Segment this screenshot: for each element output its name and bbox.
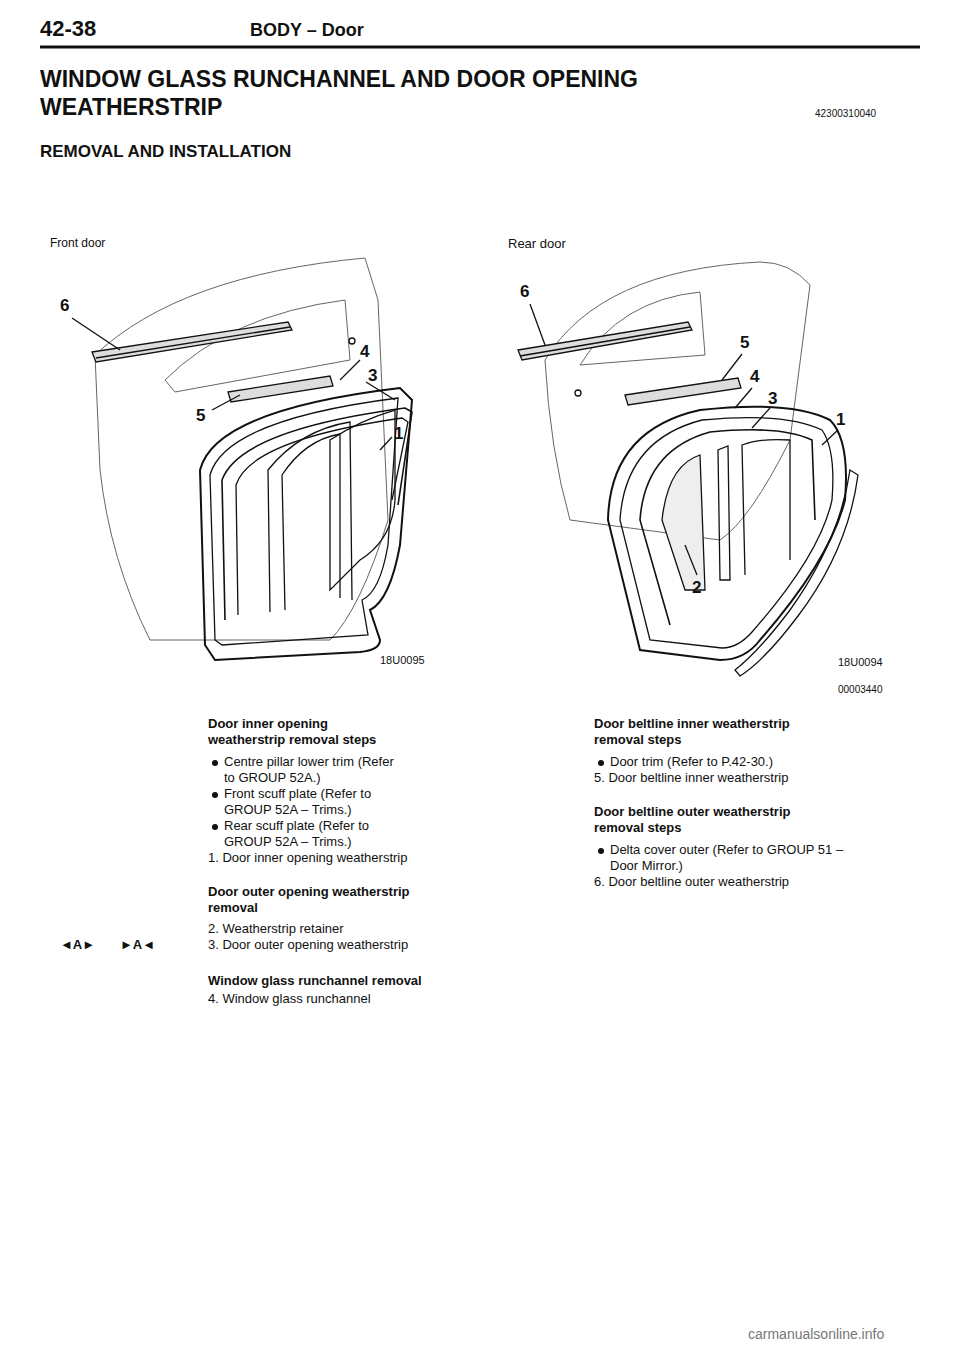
- step-heading: Door beltline inner weatherstrip removal…: [594, 716, 824, 747]
- step-item: Door trim (Refer to P.42-30.): [610, 754, 870, 770]
- page-title: WINDOW GLASS RUNCHANNEL AND DOOR OPENING…: [40, 66, 760, 121]
- callout-number: 4: [750, 367, 759, 387]
- callout-number: 5: [196, 406, 205, 426]
- callout-number: 2: [692, 578, 701, 598]
- step-heading: Door inner opening weatherstrip removal …: [208, 716, 398, 747]
- figure-code: 18U0095: [380, 654, 425, 667]
- watermark: carmanualsonline.info: [748, 1326, 884, 1343]
- step-item: 2. Weatherstrip retainer: [208, 921, 468, 937]
- callout-number: 1: [836, 410, 845, 430]
- step-item: Centre pillar lower trim (Refer to GROUP…: [224, 754, 394, 785]
- step-heading: Door beltline outer weatherstrip removal…: [594, 804, 824, 835]
- view-label: Front door: [50, 236, 105, 250]
- callout-number: 6: [60, 296, 69, 316]
- page-number: 42-38: [40, 16, 96, 42]
- step-item: 4. Window glass runchannel: [208, 991, 468, 1007]
- callout-number: 3: [368, 366, 377, 386]
- step-heading: Window glass runchannel removal: [208, 973, 508, 989]
- step-item: 3. Door outer opening weatherstrip: [208, 937, 468, 953]
- step-item: Front scuff plate (Refer to GROUP 52A – …: [224, 786, 414, 817]
- step-item: Rear scuff plate (Refer to GROUP 52A – T…: [224, 818, 414, 849]
- subheading: REMOVAL AND INSTALLATION: [40, 142, 291, 162]
- step-item: 1. Door inner opening weatherstrip: [208, 850, 468, 866]
- callout-number: 5: [740, 333, 749, 353]
- callout-number: 6: [520, 282, 529, 302]
- section-header: BODY – Door: [250, 20, 364, 42]
- step-item: Delta cover outer (Refer to GROUP 51 – D…: [610, 842, 860, 873]
- figure-code: 00003440: [838, 684, 883, 696]
- step-heading: Door outer opening weatherstrip removal: [208, 884, 428, 915]
- service-mark: ◄A►: [60, 937, 95, 953]
- step-item: 6. Door beltline outer weatherstrip: [594, 874, 874, 890]
- callout-number: 1: [394, 424, 403, 444]
- figure-code: 18U0094: [838, 656, 883, 669]
- reference-code: 42300310040: [815, 108, 876, 120]
- callout-number: 4: [360, 342, 369, 362]
- callout-number: 3: [768, 389, 777, 409]
- view-label: Rear door: [508, 236, 566, 252]
- step-item: 5. Door beltline inner weatherstrip: [594, 770, 874, 786]
- service-mark: ►A◄: [120, 937, 155, 953]
